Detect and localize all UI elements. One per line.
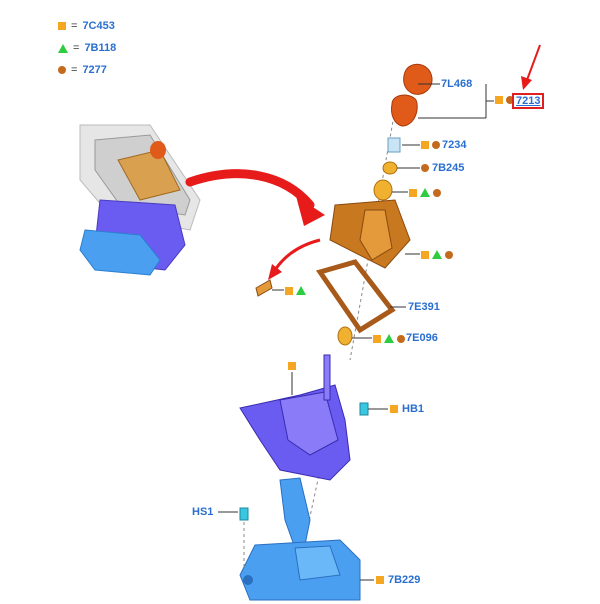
clip-part-7234	[387, 137, 401, 153]
callout-7213-highlighted: 7213	[512, 93, 545, 109]
square-symbol-icon	[58, 22, 66, 30]
collar-part-7B245	[382, 161, 398, 175]
base-bracket-part	[239, 477, 361, 601]
callout-symbols	[495, 96, 514, 104]
callout-HB1: HB1	[402, 403, 425, 415]
legend-label: 7B118	[84, 42, 117, 54]
circle-symbol-icon	[506, 96, 514, 104]
triangle-symbol-icon	[58, 43, 68, 53]
bolt-HB1	[359, 402, 369, 416]
legend-label: 7C453	[82, 20, 115, 32]
large-red-arrow-icon	[185, 169, 315, 210]
large-arrow-head-icon	[296, 196, 325, 226]
legend-item-triangle: = 7B118	[58, 42, 116, 54]
collar-part-7E096	[337, 326, 353, 346]
sleeve-part	[373, 179, 393, 201]
circle-symbol-icon	[58, 66, 66, 74]
legend-item-circle: = 7277	[58, 64, 107, 76]
callout-symbols	[373, 334, 405, 343]
square-symbol-icon	[495, 96, 503, 104]
callout-symbols	[421, 250, 453, 259]
callout-7B229: 7B229	[388, 574, 421, 586]
callout-symbols	[390, 405, 398, 413]
callout-symbols	[421, 141, 440, 149]
callout-symbols	[288, 362, 296, 370]
console-inset-image	[79, 124, 201, 276]
callout-7L468: 7L468	[441, 78, 473, 90]
callout-7E096: 7E096	[406, 332, 438, 344]
callout-7E391: 7E391	[408, 301, 440, 313]
pointer-arrow-icon	[526, 44, 541, 81]
callout-symbols	[285, 286, 306, 295]
callout-symbols	[376, 576, 384, 584]
callout-symbols	[409, 188, 441, 197]
callout-HS1: HS1	[192, 506, 214, 518]
callout-7234: 7234	[442, 139, 467, 151]
retainer-part	[255, 279, 273, 297]
callout-7B245: 7B245	[432, 162, 465, 174]
shift-knob-part	[391, 63, 433, 127]
callout-symbols	[421, 164, 429, 172]
screw-HS1	[239, 507, 249, 521]
shift-mechanism-part	[239, 354, 351, 481]
boot-frame-part	[315, 259, 396, 334]
legend-label: 7277	[82, 64, 107, 76]
legend-item-square: = 7C453	[58, 20, 115, 32]
